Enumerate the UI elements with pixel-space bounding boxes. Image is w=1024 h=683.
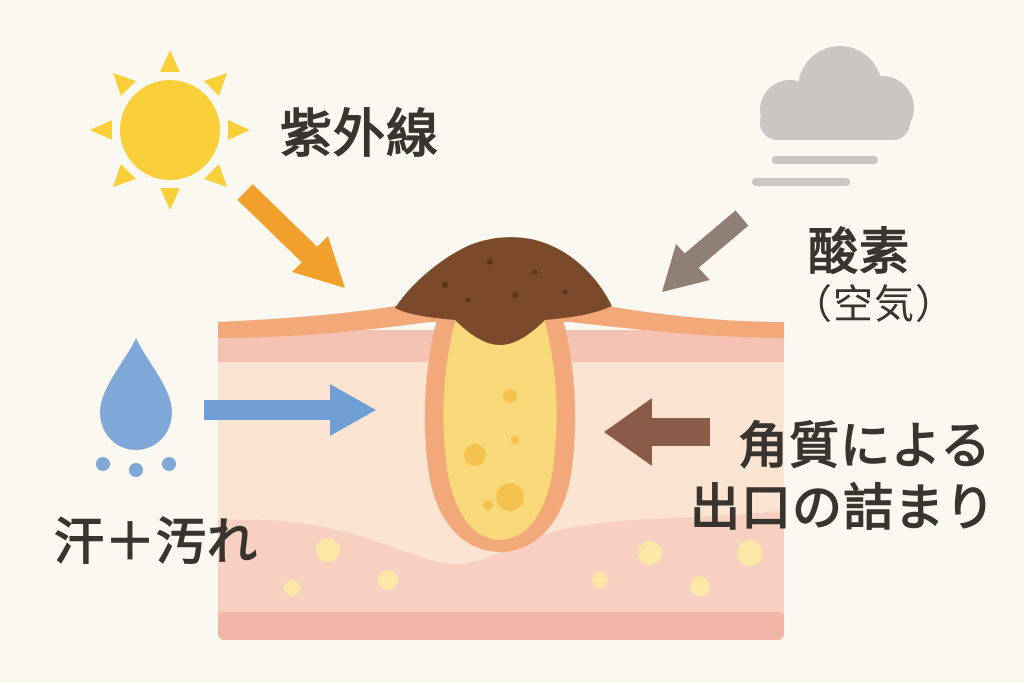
skin-bottom-band (218, 612, 784, 640)
sun-icon (90, 50, 250, 210)
sebum-bubbles (464, 389, 524, 511)
sweat-dirt-label: 汗＋汚れ (54, 513, 258, 571)
cloud-icon (752, 46, 914, 186)
air-label: （空気） (792, 282, 956, 328)
skin-lower-layer (218, 510, 784, 612)
plug-specks (442, 259, 568, 303)
fat-dots (284, 538, 763, 596)
sebum (443, 318, 557, 540)
keratin-arrow (604, 398, 710, 466)
oxygen-label: 酸素 (808, 223, 910, 281)
water-drop-icon (96, 338, 176, 477)
keratin-plug (395, 237, 612, 345)
oxygen-arrow (662, 210, 749, 292)
keratin-label-line2: 出口の詰まり (690, 479, 996, 537)
keratin-label-line1: 角質による (738, 417, 992, 475)
uv-arrow (237, 184, 345, 288)
sweat-arrow (204, 384, 376, 436)
uv-label: 紫外線 (280, 105, 440, 165)
